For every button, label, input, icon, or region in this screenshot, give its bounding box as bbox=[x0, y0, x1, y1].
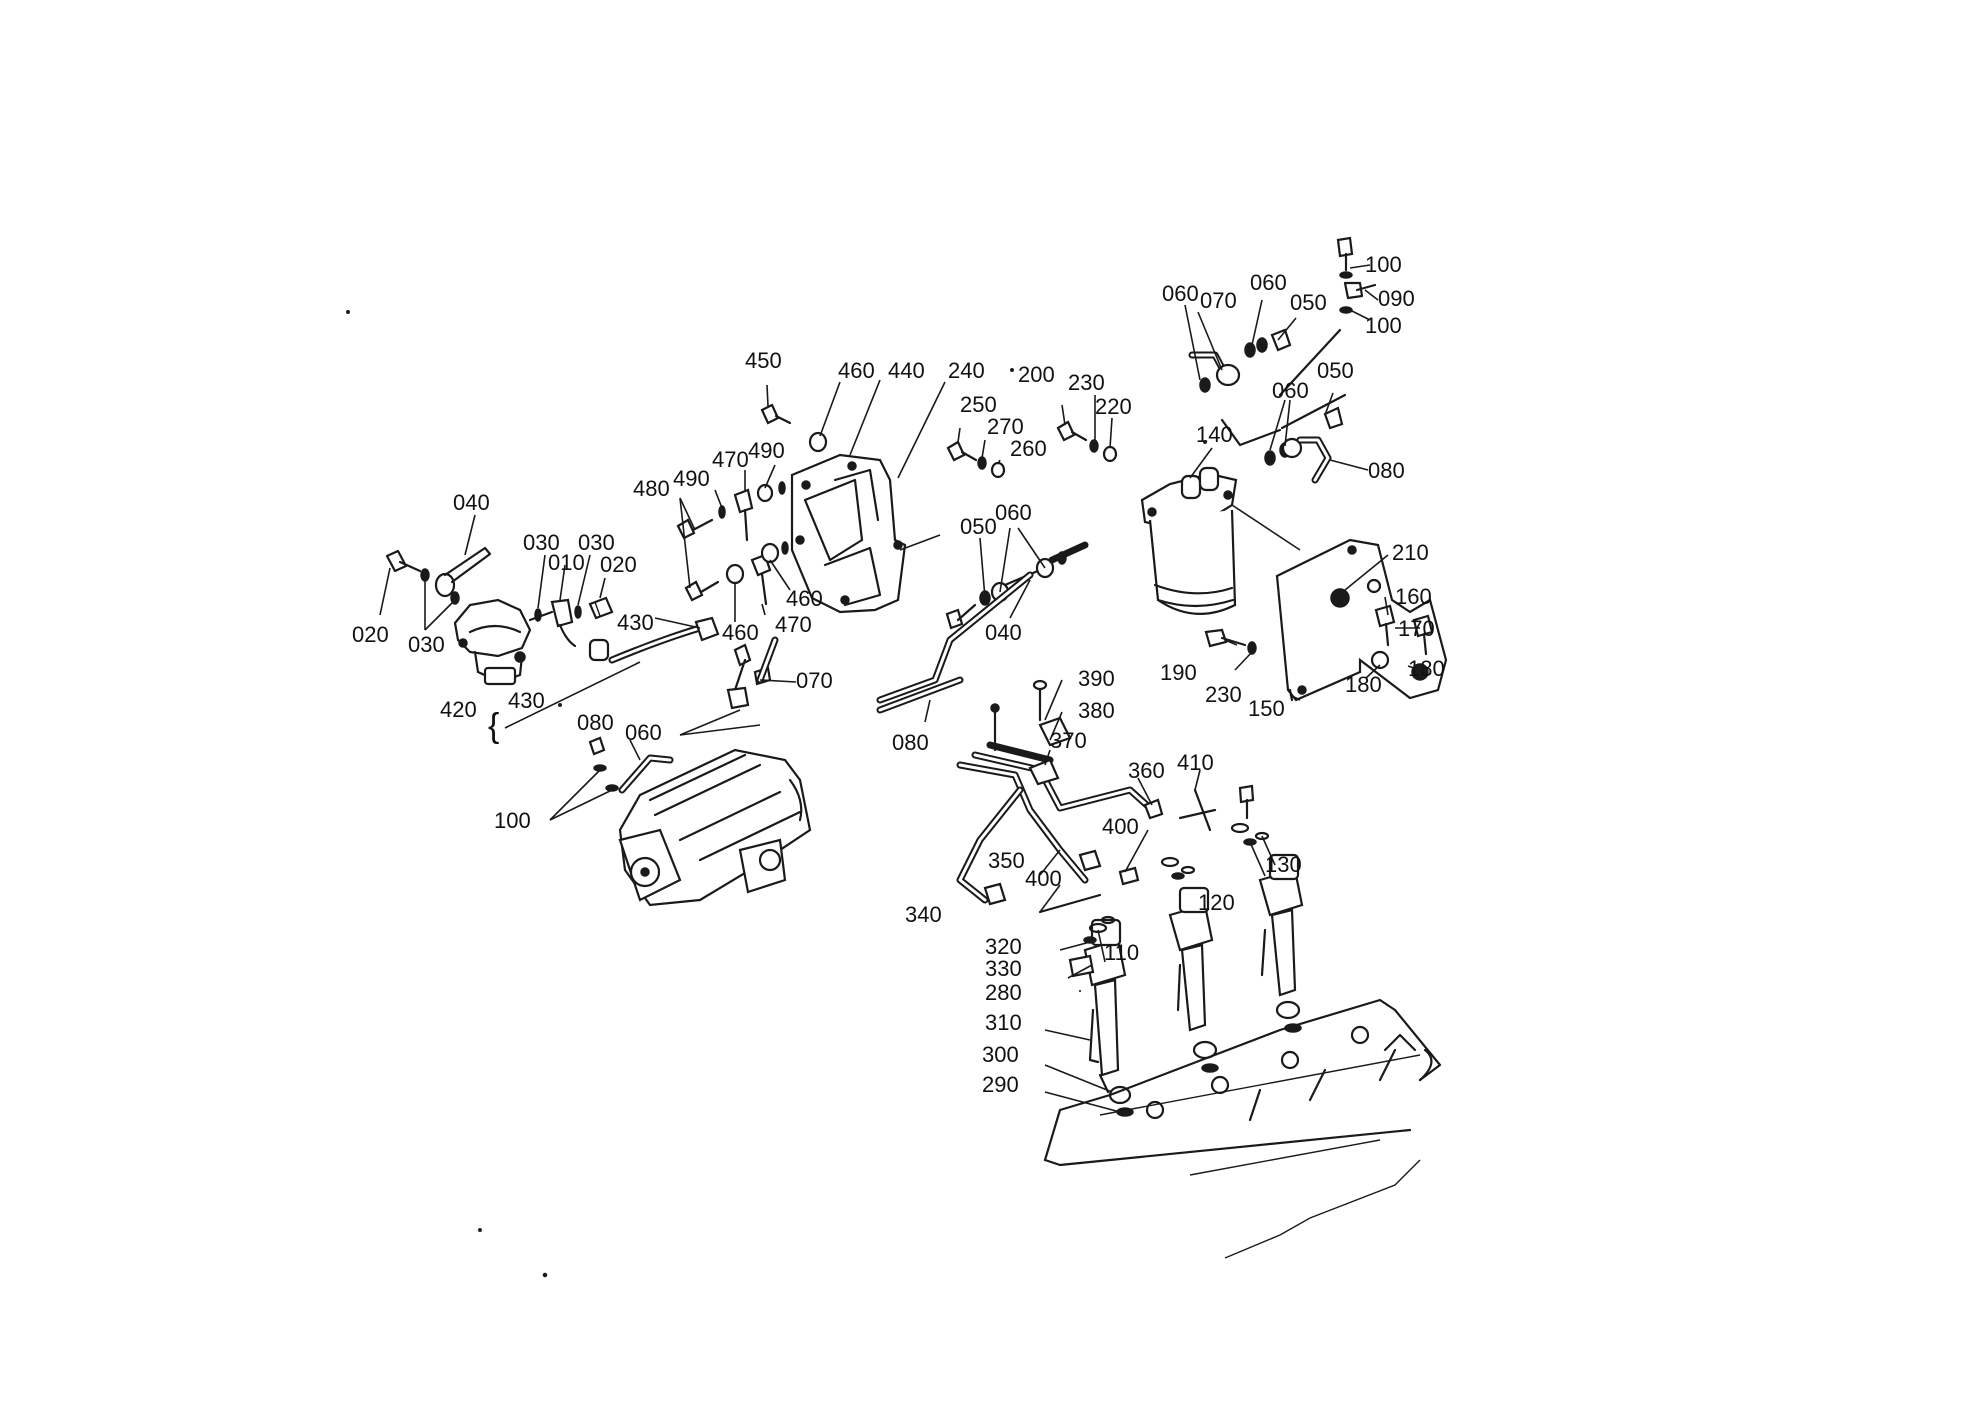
callout-label: 030 bbox=[523, 530, 560, 555]
callout-label: 070 bbox=[796, 668, 833, 693]
callout-label: 460 bbox=[722, 620, 759, 645]
callout-label: 090 bbox=[1378, 286, 1415, 311]
callout-label: 440 bbox=[888, 358, 925, 383]
callout-label: 020 bbox=[352, 622, 389, 647]
callout-label: 130 bbox=[1265, 852, 1302, 877]
upper-bolts bbox=[946, 420, 1118, 479]
callout-label: 040 bbox=[453, 490, 490, 515]
callout-label: 020 bbox=[600, 552, 637, 577]
callout-label: 400 bbox=[1102, 814, 1139, 839]
callout-label: 100 bbox=[494, 808, 531, 833]
callout-label: 010 bbox=[548, 550, 585, 575]
callout-labels: 100 090 100 060 070 060 050 060 050 080 … bbox=[352, 252, 1445, 1097]
callout-label: 250 bbox=[960, 392, 997, 417]
callout-label: 460 bbox=[838, 358, 875, 383]
injector-3 bbox=[1258, 853, 1304, 1033]
callout-label: 340 bbox=[905, 902, 942, 927]
callout-label: 290 bbox=[982, 1072, 1019, 1097]
callout-label: 260 bbox=[1010, 436, 1047, 461]
injection-pump bbox=[588, 636, 812, 907]
callout-label: 050 bbox=[1290, 290, 1327, 315]
bracket-bolts bbox=[676, 403, 828, 606]
pump-bracket-440 bbox=[790, 453, 907, 614]
callout-label: 330 bbox=[985, 956, 1022, 981]
callout-label: 100 bbox=[1365, 252, 1402, 277]
callout-label: 060 bbox=[995, 500, 1032, 525]
bracket-glyph: { bbox=[488, 707, 499, 745]
callout-label: 320 bbox=[985, 934, 1022, 959]
callout-label: 030 bbox=[578, 530, 615, 555]
callout-label: 480 bbox=[633, 476, 670, 501]
callout-label: 430 bbox=[508, 688, 545, 713]
callout-label: 230 bbox=[1205, 682, 1242, 707]
callout-label: 060 bbox=[625, 720, 662, 745]
callout-label: 380 bbox=[1078, 698, 1115, 723]
callout-label: 430 bbox=[617, 610, 654, 635]
fuel-filter-140 bbox=[1140, 466, 1238, 615]
callout-label: 210 bbox=[1392, 540, 1429, 565]
injector-washers bbox=[1038, 784, 1270, 944]
cylinder-head bbox=[1043, 998, 1442, 1259]
callout-label: 400 bbox=[1025, 866, 1062, 891]
callout-label: 360 bbox=[1128, 758, 1165, 783]
callout-label: 080 bbox=[577, 710, 614, 735]
callout-label: 420 bbox=[440, 697, 477, 722]
banjo-bolt-left bbox=[385, 546, 492, 605]
callout-label: 370 bbox=[1050, 728, 1087, 753]
callout-label: 040 bbox=[985, 620, 1022, 645]
callout-label: 050 bbox=[1317, 358, 1354, 383]
callout-label: 060 bbox=[1162, 281, 1199, 306]
callout-label: 350 bbox=[988, 848, 1025, 873]
pump-outlet-fitting bbox=[534, 596, 614, 648]
callout-label: 490 bbox=[748, 438, 785, 463]
callout-label: 140 bbox=[1196, 422, 1233, 447]
callout-label: 100 bbox=[1365, 313, 1402, 338]
filter-bracket-150 bbox=[1275, 538, 1448, 702]
callout-label: 050 bbox=[960, 514, 997, 539]
fuel-feed-pump bbox=[453, 598, 610, 686]
callout-label: 150 bbox=[1248, 696, 1285, 721]
callout-label: 490 bbox=[673, 466, 710, 491]
callout-label: 070 bbox=[1200, 288, 1237, 313]
scan-specks bbox=[346, 310, 1207, 1278]
callout-label: 270 bbox=[987, 414, 1024, 439]
injector-2 bbox=[1168, 886, 1219, 1073]
callout-label: 180 bbox=[1345, 672, 1382, 697]
callout-label: 230 bbox=[1068, 370, 1105, 395]
fuel-hose-430 bbox=[608, 616, 720, 664]
callout-label: 080 bbox=[1368, 458, 1405, 483]
callout-label: 240 bbox=[948, 358, 985, 383]
leader-lines bbox=[379, 264, 1421, 1113]
callout-label: 390 bbox=[1078, 666, 1115, 691]
callout-label: 180 bbox=[1408, 656, 1445, 681]
callout-label: 190 bbox=[1160, 660, 1197, 685]
callout-label: 310 bbox=[985, 1010, 1022, 1035]
pipes-040-080 bbox=[876, 541, 1089, 714]
callout-label: 120 bbox=[1198, 890, 1235, 915]
callout-label: 300 bbox=[982, 1042, 1019, 1067]
callout-label: 470 bbox=[712, 447, 749, 472]
callout-label: 160 bbox=[1395, 584, 1432, 609]
callout-label: 220 bbox=[1095, 394, 1132, 419]
callout-label: 200 bbox=[1018, 362, 1055, 387]
callout-label: 460 bbox=[786, 586, 823, 611]
callout-label: 450 bbox=[745, 348, 782, 373]
callout-label: 060 bbox=[1272, 378, 1309, 403]
callout-label: 470 bbox=[775, 612, 812, 637]
callout-label: 410 bbox=[1177, 750, 1214, 775]
bolt-190 bbox=[1204, 628, 1257, 655]
callout-label: 030 bbox=[408, 632, 445, 657]
callout-label: 080 bbox=[892, 730, 929, 755]
injector-1 bbox=[1068, 918, 1134, 1117]
injection-pipes bbox=[956, 679, 1212, 906]
callout-label: 060 bbox=[1250, 270, 1287, 295]
callout-label: 170 bbox=[1398, 616, 1435, 641]
callout-label: 110 bbox=[1104, 940, 1139, 965]
callout-label: 280 bbox=[985, 980, 1022, 1005]
